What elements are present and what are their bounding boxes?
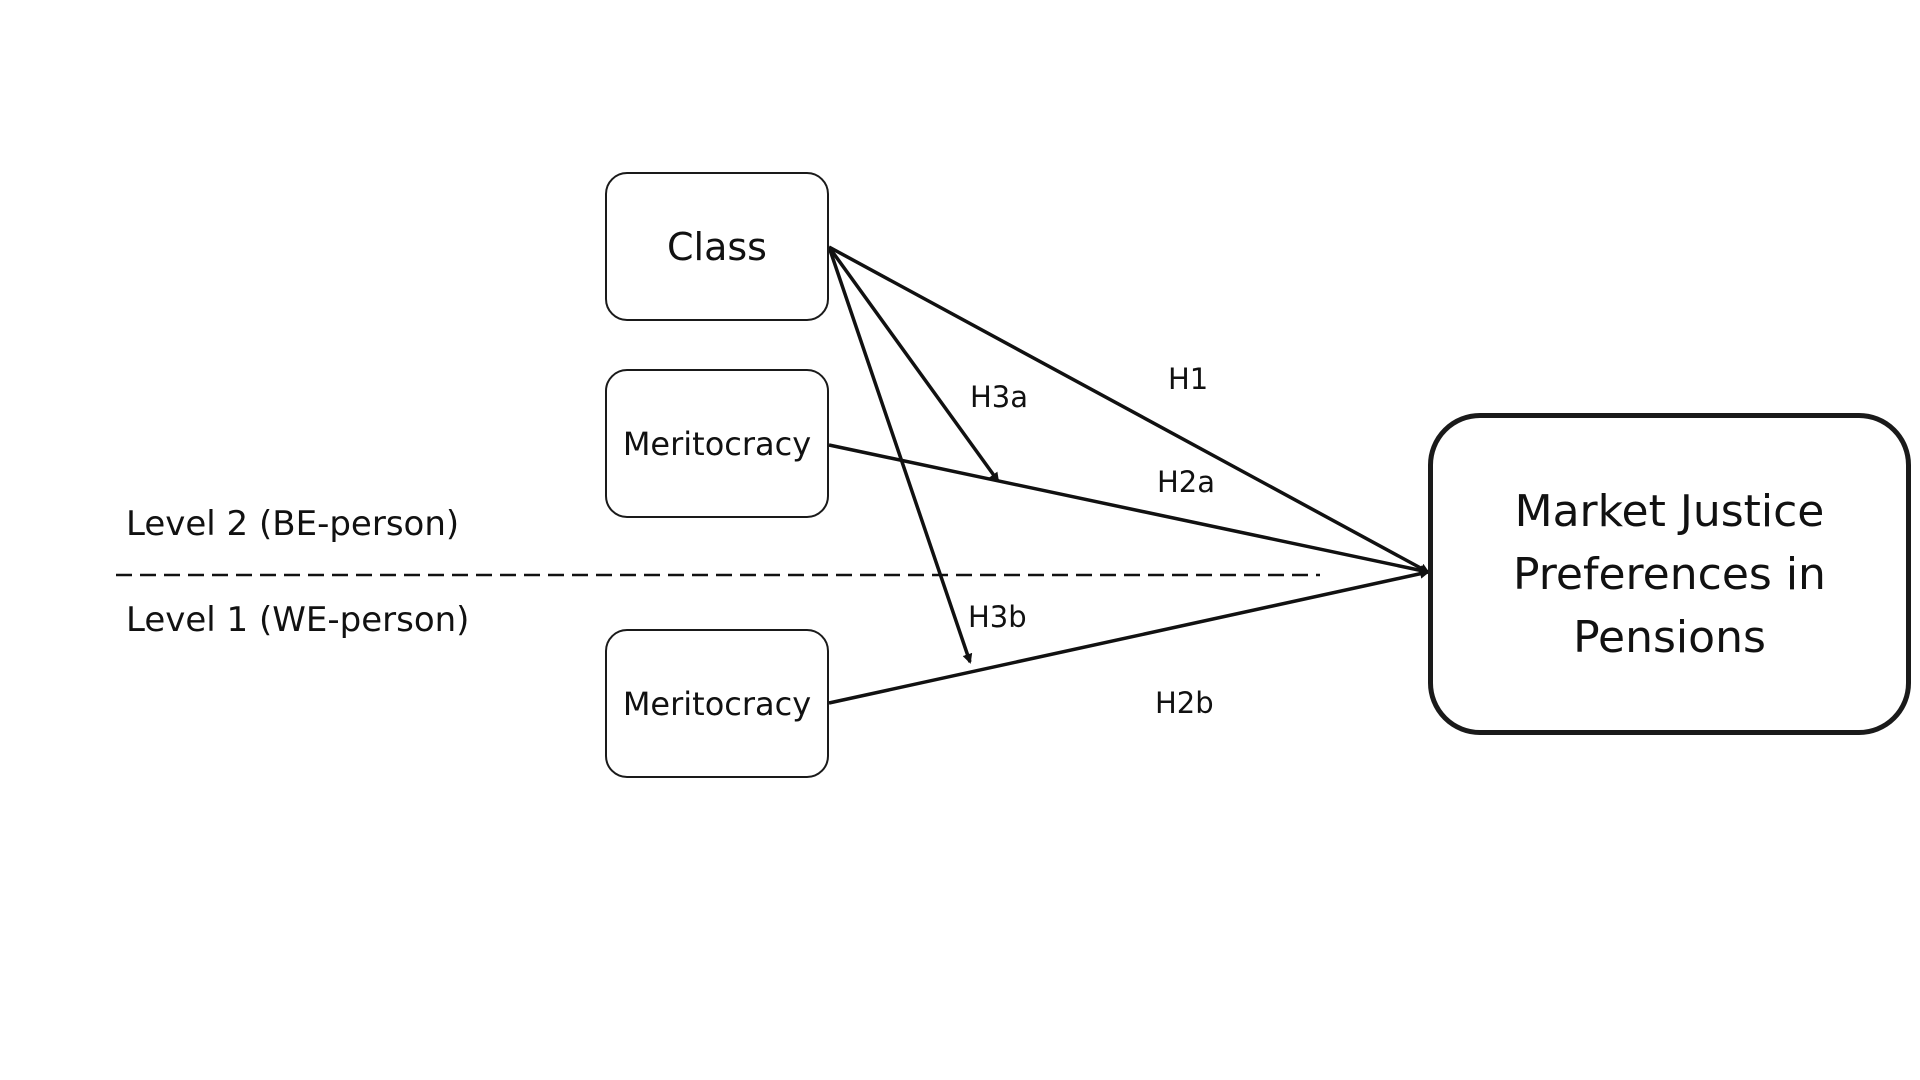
arrow-h3b	[827, 246, 973, 664]
arrow-h3a	[827, 245, 1000, 483]
node-meritocracy-level2: Meritocracy	[605, 369, 829, 518]
node-class-label: Class	[667, 224, 767, 269]
node-class: Class	[605, 172, 829, 321]
hypothesis-label-h3b: H3b	[968, 600, 1027, 634]
node-outcome: Market Justice Preferences in Pensions	[1428, 413, 1911, 735]
arrow-h1	[828, 245, 1430, 574]
hypothesis-label-h2b: H2b	[1155, 686, 1214, 720]
hypothesis-label-h2a: H2a	[1157, 465, 1216, 499]
arrow-h2a	[828, 443, 1430, 576]
level-2-label: Level 2 (BE-person)	[126, 504, 460, 544]
node-meritocracy-level2-label: Meritocracy	[622, 424, 812, 463]
node-meritocracy-level1: Meritocracy	[605, 629, 829, 778]
arrow-h2b	[828, 568, 1430, 705]
node-meritocracy-level1-label: Meritocracy	[622, 684, 812, 723]
level-1-label: Level 1 (WE-person)	[126, 600, 470, 640]
hypothesis-label-h3a: H3a	[970, 380, 1029, 414]
hypothesis-label-h1: H1	[1168, 362, 1209, 396]
node-outcome-label: Market Justice Preferences in Pensions	[1513, 485, 1826, 663]
